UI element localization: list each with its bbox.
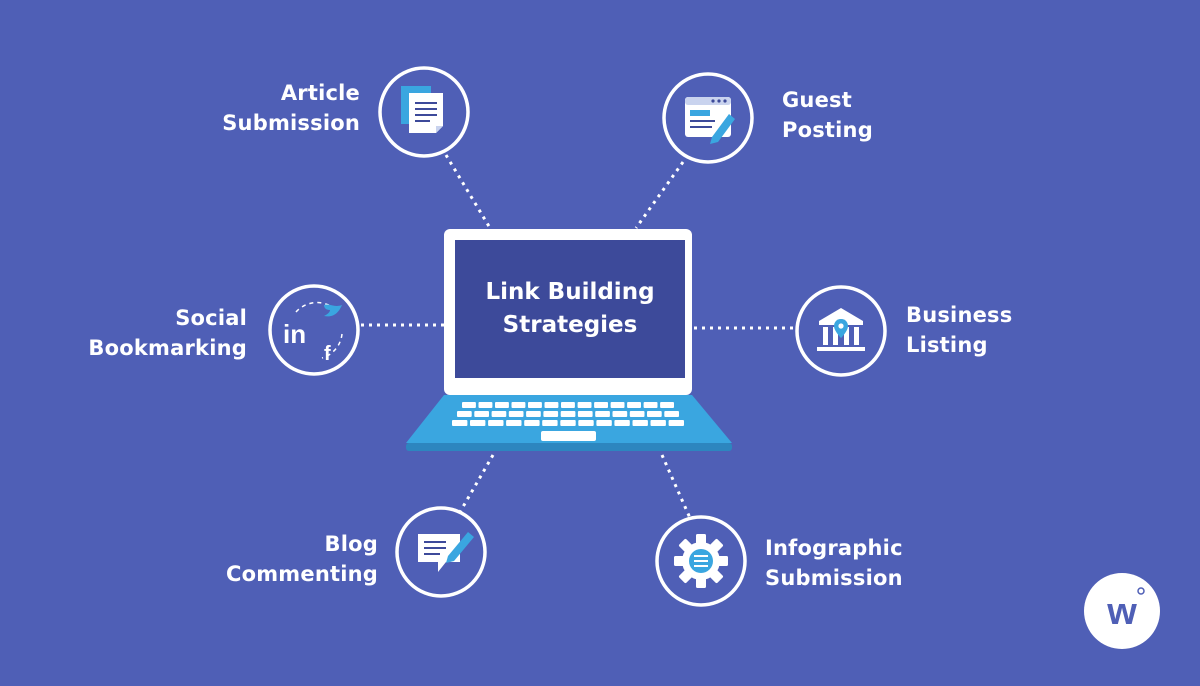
- keyboard: [452, 402, 684, 426]
- label-social-bookmarking: Social Bookmarking: [88, 303, 247, 363]
- logo-letter: w: [1106, 591, 1137, 633]
- node-ring: [795, 285, 887, 377]
- connector-blog: [458, 454, 495, 513]
- social-media-icon: in f: [283, 301, 343, 365]
- facebook-icon: f: [324, 343, 331, 365]
- keyboard-key: [508, 411, 524, 417]
- keyboard-key: [457, 411, 472, 417]
- node-ring: [268, 284, 360, 376]
- keyboard-key: [594, 402, 608, 408]
- label-line: Listing: [906, 333, 988, 357]
- label-line: Bookmarking: [88, 336, 247, 360]
- building-pin-icon: [817, 308, 865, 351]
- node-ring: [662, 72, 754, 164]
- node-article-submission: [378, 66, 470, 158]
- gear-icon: [674, 534, 728, 588]
- keyboard-key: [614, 420, 630, 426]
- comment-pencil-icon: [418, 532, 474, 572]
- label-line: Commenting: [225, 562, 378, 586]
- keyboard-key: [478, 402, 493, 408]
- laptop-base-edge: [406, 443, 732, 451]
- label-line: Submission: [222, 111, 360, 135]
- keyboard-key: [511, 402, 526, 408]
- center-title-line2: Strategies: [502, 312, 638, 338]
- label-line: Blog: [324, 532, 378, 556]
- keyboard-key: [542, 420, 558, 426]
- label-blog-commenting: Blog Commenting: [226, 529, 378, 589]
- keyboard-key: [488, 420, 504, 426]
- keyboard-key: [647, 411, 662, 417]
- label-line: Infographic: [765, 536, 903, 560]
- keyboard-key: [524, 420, 540, 426]
- label-line: Guest: [782, 88, 852, 112]
- label-infographic-submission: Infographic Submission: [765, 533, 903, 593]
- keyboard-key: [577, 411, 593, 417]
- keyboard-key: [643, 402, 658, 408]
- keyboard-key: [664, 411, 679, 417]
- keyboard-key: [577, 402, 592, 408]
- keyboard-key: [528, 402, 542, 408]
- keyboard-key: [560, 411, 576, 417]
- node-guest-posting: [662, 72, 754, 164]
- document-icon: [401, 86, 443, 133]
- keyboard-key: [526, 411, 541, 417]
- keyboard-key: [474, 411, 489, 417]
- keyboard-key: [561, 402, 575, 408]
- keyboard-key: [544, 402, 559, 408]
- keyboard-key: [462, 402, 476, 408]
- connectors: [361, 154, 797, 519]
- keyboard-key: [668, 420, 684, 426]
- keyboard-key: [495, 402, 509, 408]
- laptop-screen: [455, 240, 685, 378]
- label-line: Social: [175, 306, 247, 330]
- label-line: Article: [280, 81, 360, 105]
- keyboard-key: [470, 420, 486, 426]
- connector-article: [444, 154, 492, 229]
- label-line: Submission: [765, 566, 903, 590]
- keyboard-key: [578, 420, 594, 426]
- center-title: Link Building Strategies: [455, 240, 685, 378]
- linkedin-icon: in: [283, 319, 306, 349]
- twitter-icon: [324, 304, 342, 317]
- keyboard-key: [491, 411, 507, 417]
- label-line: Posting: [782, 118, 873, 142]
- keyboard-key: [452, 420, 468, 426]
- keyboard-key: [595, 411, 610, 417]
- keyboard-key: [612, 411, 628, 417]
- keyboard-key: [543, 411, 559, 417]
- node-ring: [395, 506, 487, 598]
- label-article-submission: Article Submission: [222, 78, 360, 138]
- center-title-line1: Link Building: [485, 279, 655, 305]
- connector-infographic: [660, 454, 692, 519]
- browser-edit-icon: [685, 97, 735, 144]
- node-ring: [378, 66, 470, 158]
- keyboard-key: [627, 402, 641, 408]
- brand-logo: w: [1084, 573, 1160, 649]
- node-blog-commenting: [395, 506, 487, 598]
- node-infographic-submission: [655, 515, 747, 607]
- laptop: [406, 229, 732, 451]
- keyboard-key: [610, 402, 625, 408]
- label-business-listing: Business Listing: [906, 300, 1012, 360]
- label-line: Business: [906, 303, 1013, 327]
- node-ring: [655, 515, 747, 607]
- node-business-listing: [795, 285, 887, 377]
- keyboard-key: [660, 402, 674, 408]
- node-social-bookmarking: in f: [268, 284, 360, 376]
- keyboard-key: [650, 420, 666, 426]
- label-guest-posting: Guest Posting: [782, 85, 873, 145]
- connector-guest: [634, 161, 685, 229]
- keyboard-key: [506, 420, 522, 426]
- keyboard-key: [596, 420, 612, 426]
- keyboard-key: [632, 420, 648, 426]
- keyboard-key: [560, 420, 576, 426]
- keyboard-key: [629, 411, 645, 417]
- trackpad: [541, 431, 596, 441]
